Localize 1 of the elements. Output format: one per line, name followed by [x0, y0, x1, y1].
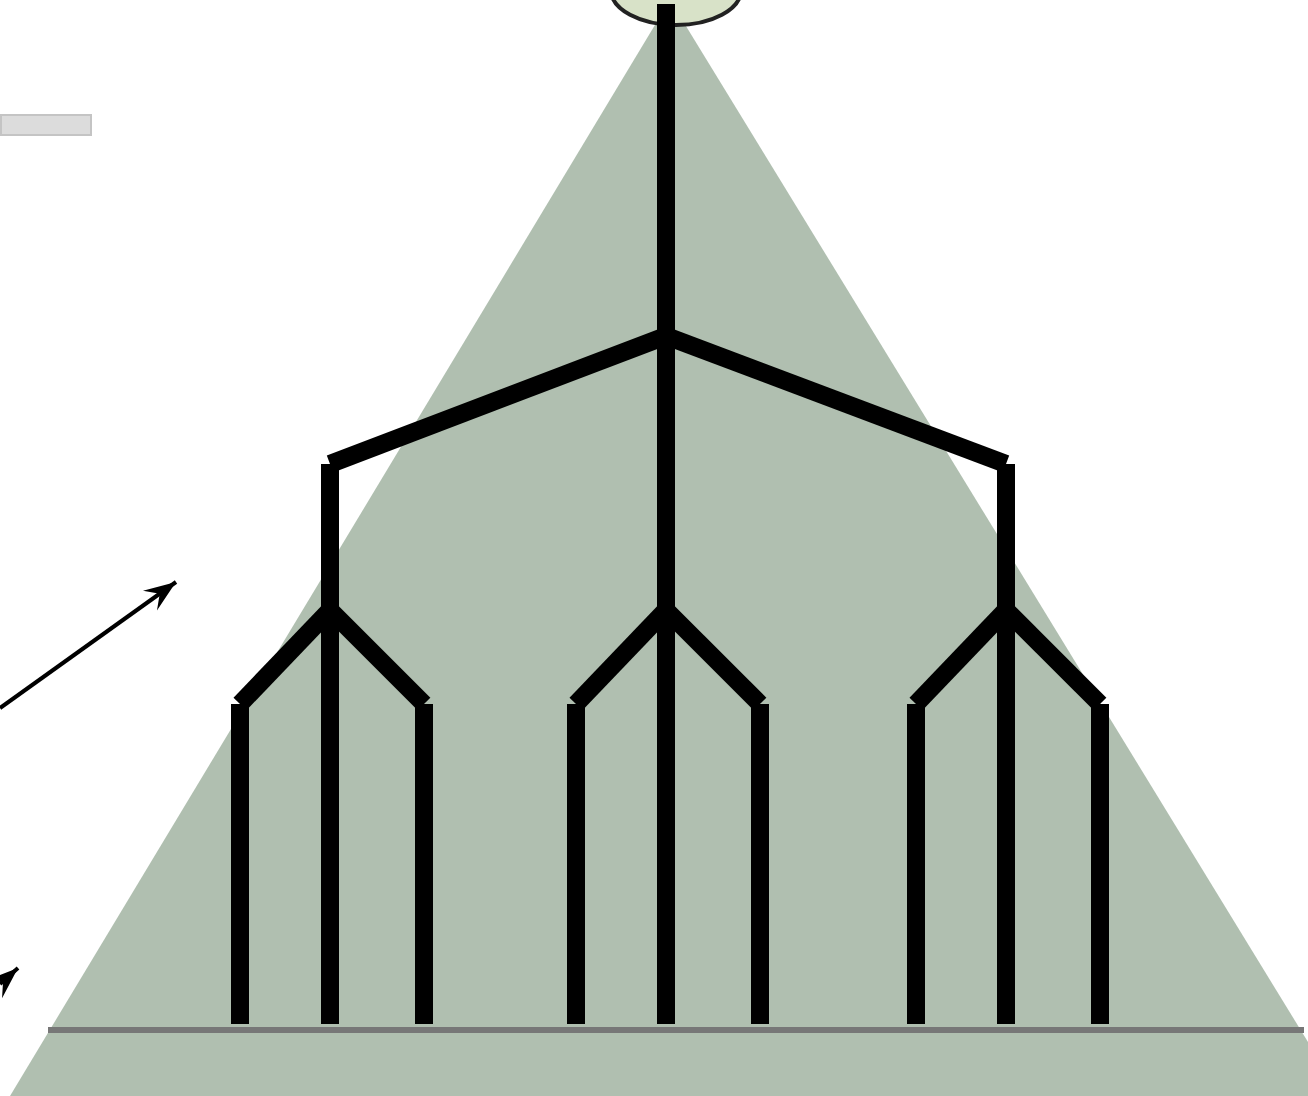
bar-shape: [0, 114, 92, 136]
